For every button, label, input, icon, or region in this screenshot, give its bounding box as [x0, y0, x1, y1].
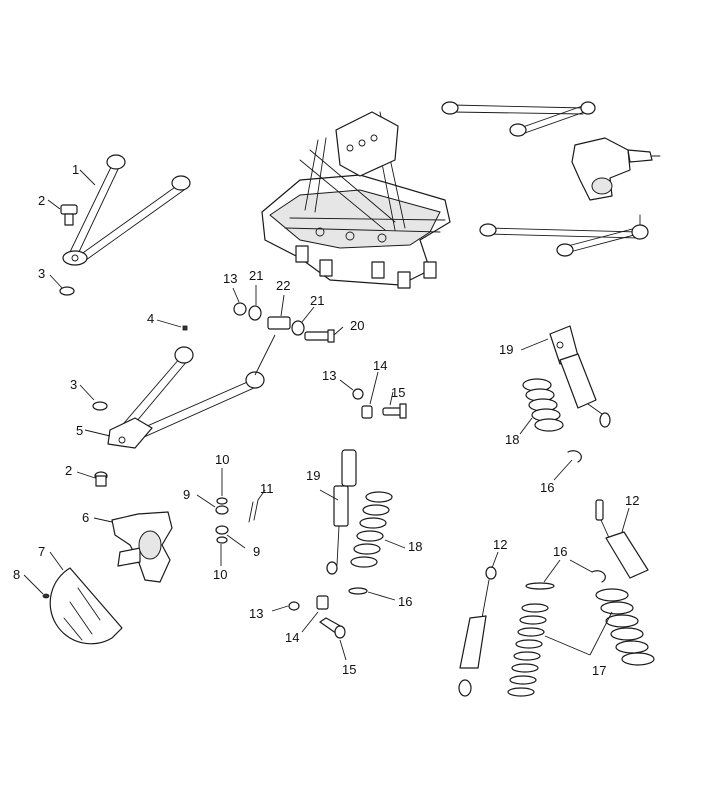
- spring-clip-bottom: [525, 570, 606, 590]
- ball-joint-lower: [94, 471, 108, 487]
- callout-10-b: 10: [213, 567, 227, 582]
- callout-6: 6: [82, 510, 89, 525]
- shock-absorber-center: [326, 449, 357, 575]
- callout-12: 12: [625, 493, 639, 508]
- steering-knuckle: [111, 511, 173, 583]
- ball-joint-upper: [60, 204, 78, 226]
- lower-a-arm: [107, 346, 265, 449]
- callout-21-b: 21: [310, 293, 324, 308]
- callout-2-b: 2: [65, 463, 72, 478]
- callout-18: 18: [505, 432, 519, 447]
- bushing-set: [233, 302, 335, 343]
- callout-8: 8: [13, 567, 20, 582]
- shock-absorber-bottom: [458, 566, 497, 697]
- callout-labels: 1 2 3 13 21 22 4 21 20 3 5 14 13 15 19 1…: [13, 162, 639, 678]
- callout-2: 2: [38, 193, 45, 208]
- callout-18-b: 18: [408, 539, 422, 554]
- brake-rotor-guard: [49, 567, 123, 645]
- spring-clip-upper: [567, 450, 582, 463]
- shock-absorber-upper: [549, 325, 611, 428]
- coil-spring-right: [595, 588, 655, 666]
- callout-16-b: 16: [398, 594, 412, 609]
- shock-absorber-right: [595, 499, 649, 579]
- callout-9-b: 9: [253, 544, 260, 559]
- callout-4: 4: [147, 311, 154, 326]
- callout-20: 20: [350, 318, 364, 333]
- callout-1: 1: [72, 162, 79, 177]
- screw: [42, 593, 50, 599]
- upper-a-arm: [62, 154, 191, 266]
- callout-12-b: 12: [493, 537, 507, 552]
- callout-10: 10: [215, 452, 229, 467]
- coil-spring-upper: [522, 378, 564, 432]
- spring-clip-center: [348, 587, 368, 595]
- callout-13-b: 13: [322, 368, 336, 383]
- callout-16: 16: [540, 480, 554, 495]
- coil-spring-center: [350, 491, 393, 568]
- callout-15-b: 15: [342, 662, 356, 677]
- upper-right-knuckle: [571, 137, 661, 201]
- callout-22: 22: [276, 278, 290, 293]
- lower-right-a-arm: [479, 214, 649, 257]
- cotter-pins: [248, 499, 259, 523]
- bolt-set-center: [352, 388, 407, 419]
- callout-14-b: 14: [285, 630, 299, 645]
- bolt-set-bottom: [288, 595, 346, 639]
- callout-19: 19: [499, 342, 513, 357]
- callout-7: 7: [38, 544, 45, 559]
- retaining-ring-lower: [92, 401, 108, 411]
- callout-5: 5: [76, 423, 83, 438]
- callout-13-c: 13: [249, 606, 263, 621]
- callout-3-b: 3: [70, 377, 77, 392]
- leader-lines: [23, 169, 630, 661]
- hardware-stack-upper: [215, 497, 229, 544]
- retaining-ring-upper: [59, 286, 75, 296]
- callout-3: 3: [38, 266, 45, 281]
- callout-11: 11: [260, 481, 274, 496]
- callout-15: 15: [391, 385, 405, 400]
- coil-spring-bottom: [507, 603, 549, 697]
- frame-assembly: [261, 111, 451, 289]
- upper-right-a-arm: [441, 101, 596, 137]
- grease-fitting: [182, 325, 188, 331]
- callout-16-c: 16: [553, 544, 567, 559]
- callout-17: 17: [592, 663, 606, 678]
- callout-19-b: 19: [306, 468, 320, 483]
- callout-14: 14: [373, 358, 387, 373]
- callout-21: 21: [249, 268, 263, 283]
- callout-9: 9: [183, 487, 190, 502]
- callout-13: 13: [223, 271, 237, 286]
